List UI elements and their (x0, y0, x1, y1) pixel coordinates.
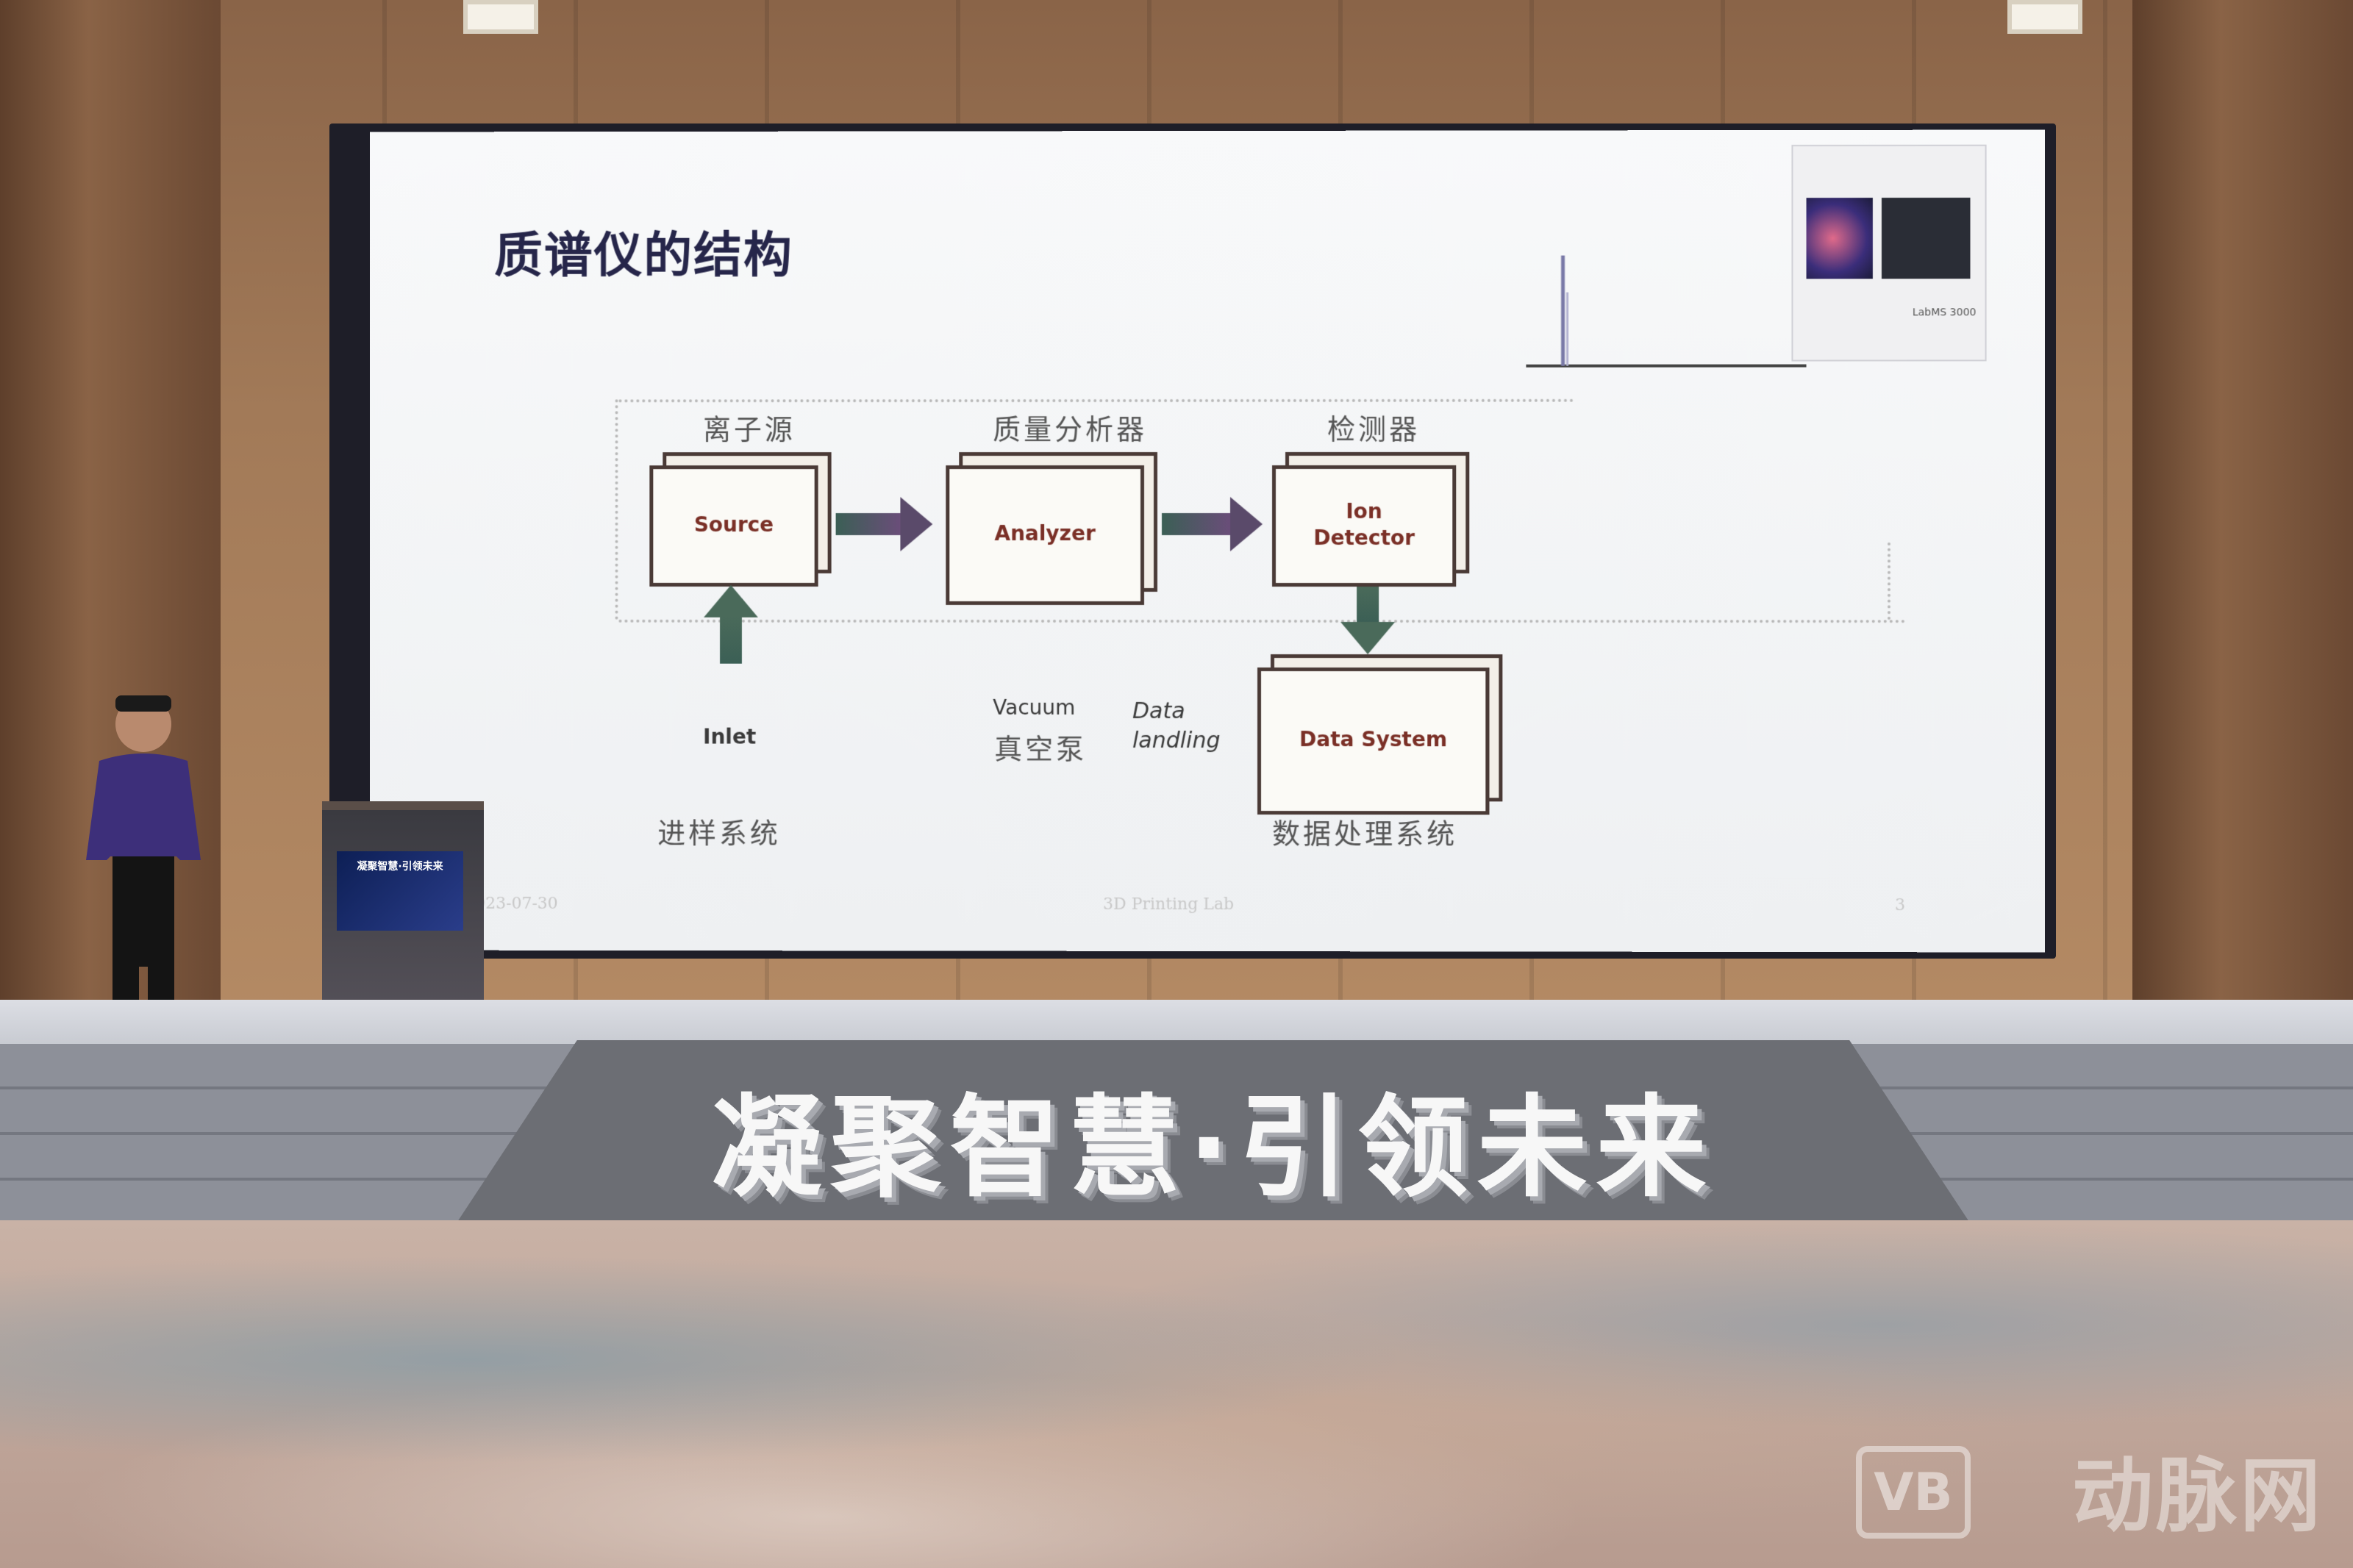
arrow-detector-to-data-system (1357, 587, 1379, 624)
stage-banner-text: 凝聚智慧·引领未来 (711, 1084, 1715, 1212)
dotted-guide-right (1887, 543, 1890, 620)
carpet-floor (0, 1220, 2353, 1568)
label-mass-analyzer: 质量分析器 (993, 413, 1148, 446)
source-label: Source (693, 512, 774, 537)
analyzer-box: Analyzer (946, 465, 1145, 605)
data-system-label: Data System (1299, 727, 1448, 752)
arrow-inlet-to-source (720, 615, 742, 664)
slide-footer-page: 3 (1895, 896, 1906, 915)
label-ion-source: 离子源 (703, 413, 796, 446)
podium: 凝聚智慧·引领未来 (322, 801, 484, 1023)
podium-screen: 凝聚智慧·引领未来 (337, 851, 463, 931)
presentation-slide: 质谱仪的结构 LabMS 3000 离子源 质量分析器 检测器 Source A… (370, 129, 2045, 953)
label-vacuum-pump: 真空泵 (994, 732, 1088, 765)
watermark-logo: VB (1856, 1446, 1971, 1539)
instrument-photo: LabMS 3000 (1791, 144, 1987, 362)
instrument-window (1806, 198, 1873, 279)
inlet-label: Inlet (703, 724, 757, 749)
speaker-person (86, 695, 201, 1028)
vacuum-label: Vacuum (993, 695, 1076, 720)
dotted-guide-bottom (618, 619, 1907, 623)
arrow-source-to-analyzer (835, 513, 902, 536)
data-system-box: Data System (1257, 667, 1490, 815)
ion-detector-box: Ion Detector (1272, 465, 1457, 587)
ion-detector-label-line1: Ion (1346, 498, 1382, 523)
data-handling-label-line1: Data (1132, 698, 1185, 724)
instrument-caption: LabMS 3000 (1912, 307, 1977, 319)
label-data-processing: 数据处理系统 (1272, 817, 1458, 851)
ion-detector-label-line2: Detector (1313, 525, 1415, 551)
stage-banner (456, 1040, 1971, 1224)
arrow-analyzer-to-detector (1162, 512, 1232, 536)
ceiling-light-right (2007, 0, 2082, 34)
label-inlet-system: 进样系统 (657, 817, 781, 850)
dotted-guide-top (618, 398, 1574, 403)
source-box: Source (649, 465, 818, 587)
watermark-text: 动脉网 (2072, 1449, 2324, 1543)
wall-pillar-right (2132, 0, 2353, 1029)
slide-footer-center: 3D Printing Lab (1103, 895, 1235, 914)
stage-top (0, 1000, 2353, 1044)
mass-spectrum-graphic (1518, 248, 1813, 373)
ceiling-light-left (463, 0, 538, 34)
slide-title: 质谱仪的结构 (494, 226, 793, 284)
dotted-guide-left (615, 399, 618, 620)
instrument-panel (1881, 197, 1971, 279)
label-detector: 检测器 (1327, 412, 1421, 445)
analyzer-label: Analyzer (994, 521, 1096, 545)
data-handling-label-line2: landling (1132, 727, 1221, 754)
